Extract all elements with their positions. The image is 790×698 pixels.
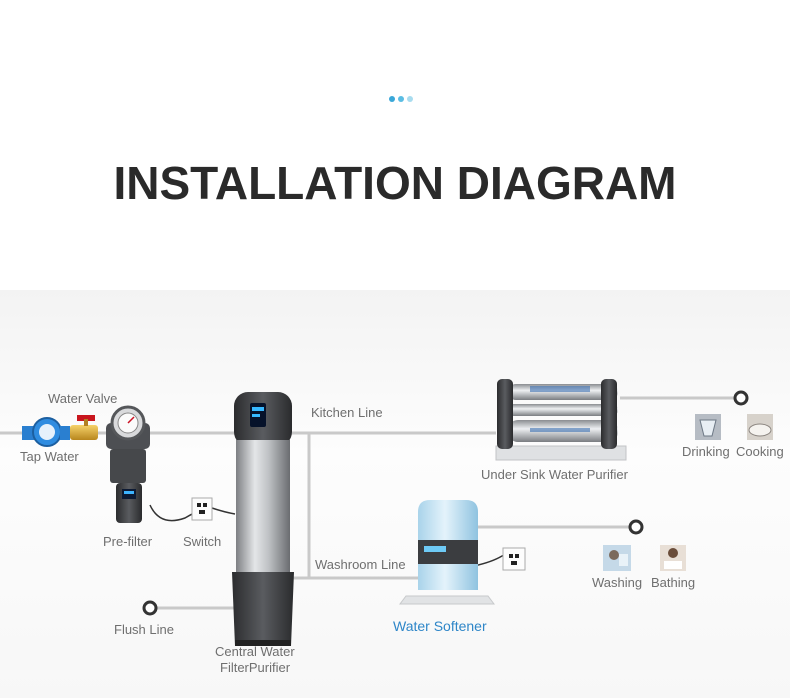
dot-3	[407, 96, 413, 102]
bathing-icon	[660, 545, 686, 571]
pre-filter-icon	[106, 405, 150, 523]
label-central-purifier-line1: Central Water	[215, 644, 295, 659]
softener-outlet-icon	[502, 547, 526, 571]
label-water-valve: Water Valve	[48, 391, 118, 406]
drinking-icon	[695, 414, 721, 440]
washroom-outlet-icon	[628, 519, 644, 535]
label-washing: Washing	[592, 575, 643, 590]
water-softener-icon	[399, 500, 495, 605]
label-switch: Switch	[183, 534, 222, 549]
label-washroom-line: Washroom Line	[315, 557, 406, 572]
label-tap-water: Tap Water	[20, 449, 79, 464]
label-water-softener: Water Softener	[393, 618, 487, 634]
label-drinking: Drinking	[682, 444, 730, 459]
flush-outlet-icon	[142, 600, 158, 616]
label-kitchen-line: Kitchen Line	[311, 405, 383, 420]
kitchen-outlet-icon	[733, 390, 749, 406]
page-title: INSTALLATION DIAGRAM	[113, 157, 677, 209]
dot-1	[389, 96, 395, 102]
label-bathing: Bathing	[651, 575, 696, 590]
label-pre-filter: Pre-filter	[103, 534, 153, 549]
label-cooking: Cooking	[736, 444, 784, 459]
water-meter-icon	[22, 417, 70, 447]
cooking-icon	[747, 414, 773, 440]
pipes	[0, 396, 736, 610]
switch-icon	[191, 497, 213, 521]
central-water-purifier-icon	[232, 392, 294, 646]
label-under-sink-purifier: Under Sink Water Purifier	[481, 467, 628, 482]
under-sink-purifier-icon	[495, 379, 627, 461]
loading-dots	[389, 96, 415, 104]
label-central-purifier-line2: FilterPurifier	[220, 660, 291, 675]
label-flush-line: Flush Line	[114, 622, 174, 637]
dot-2	[398, 96, 404, 102]
washing-icon	[603, 545, 631, 571]
water-valve-icon	[70, 415, 98, 440]
